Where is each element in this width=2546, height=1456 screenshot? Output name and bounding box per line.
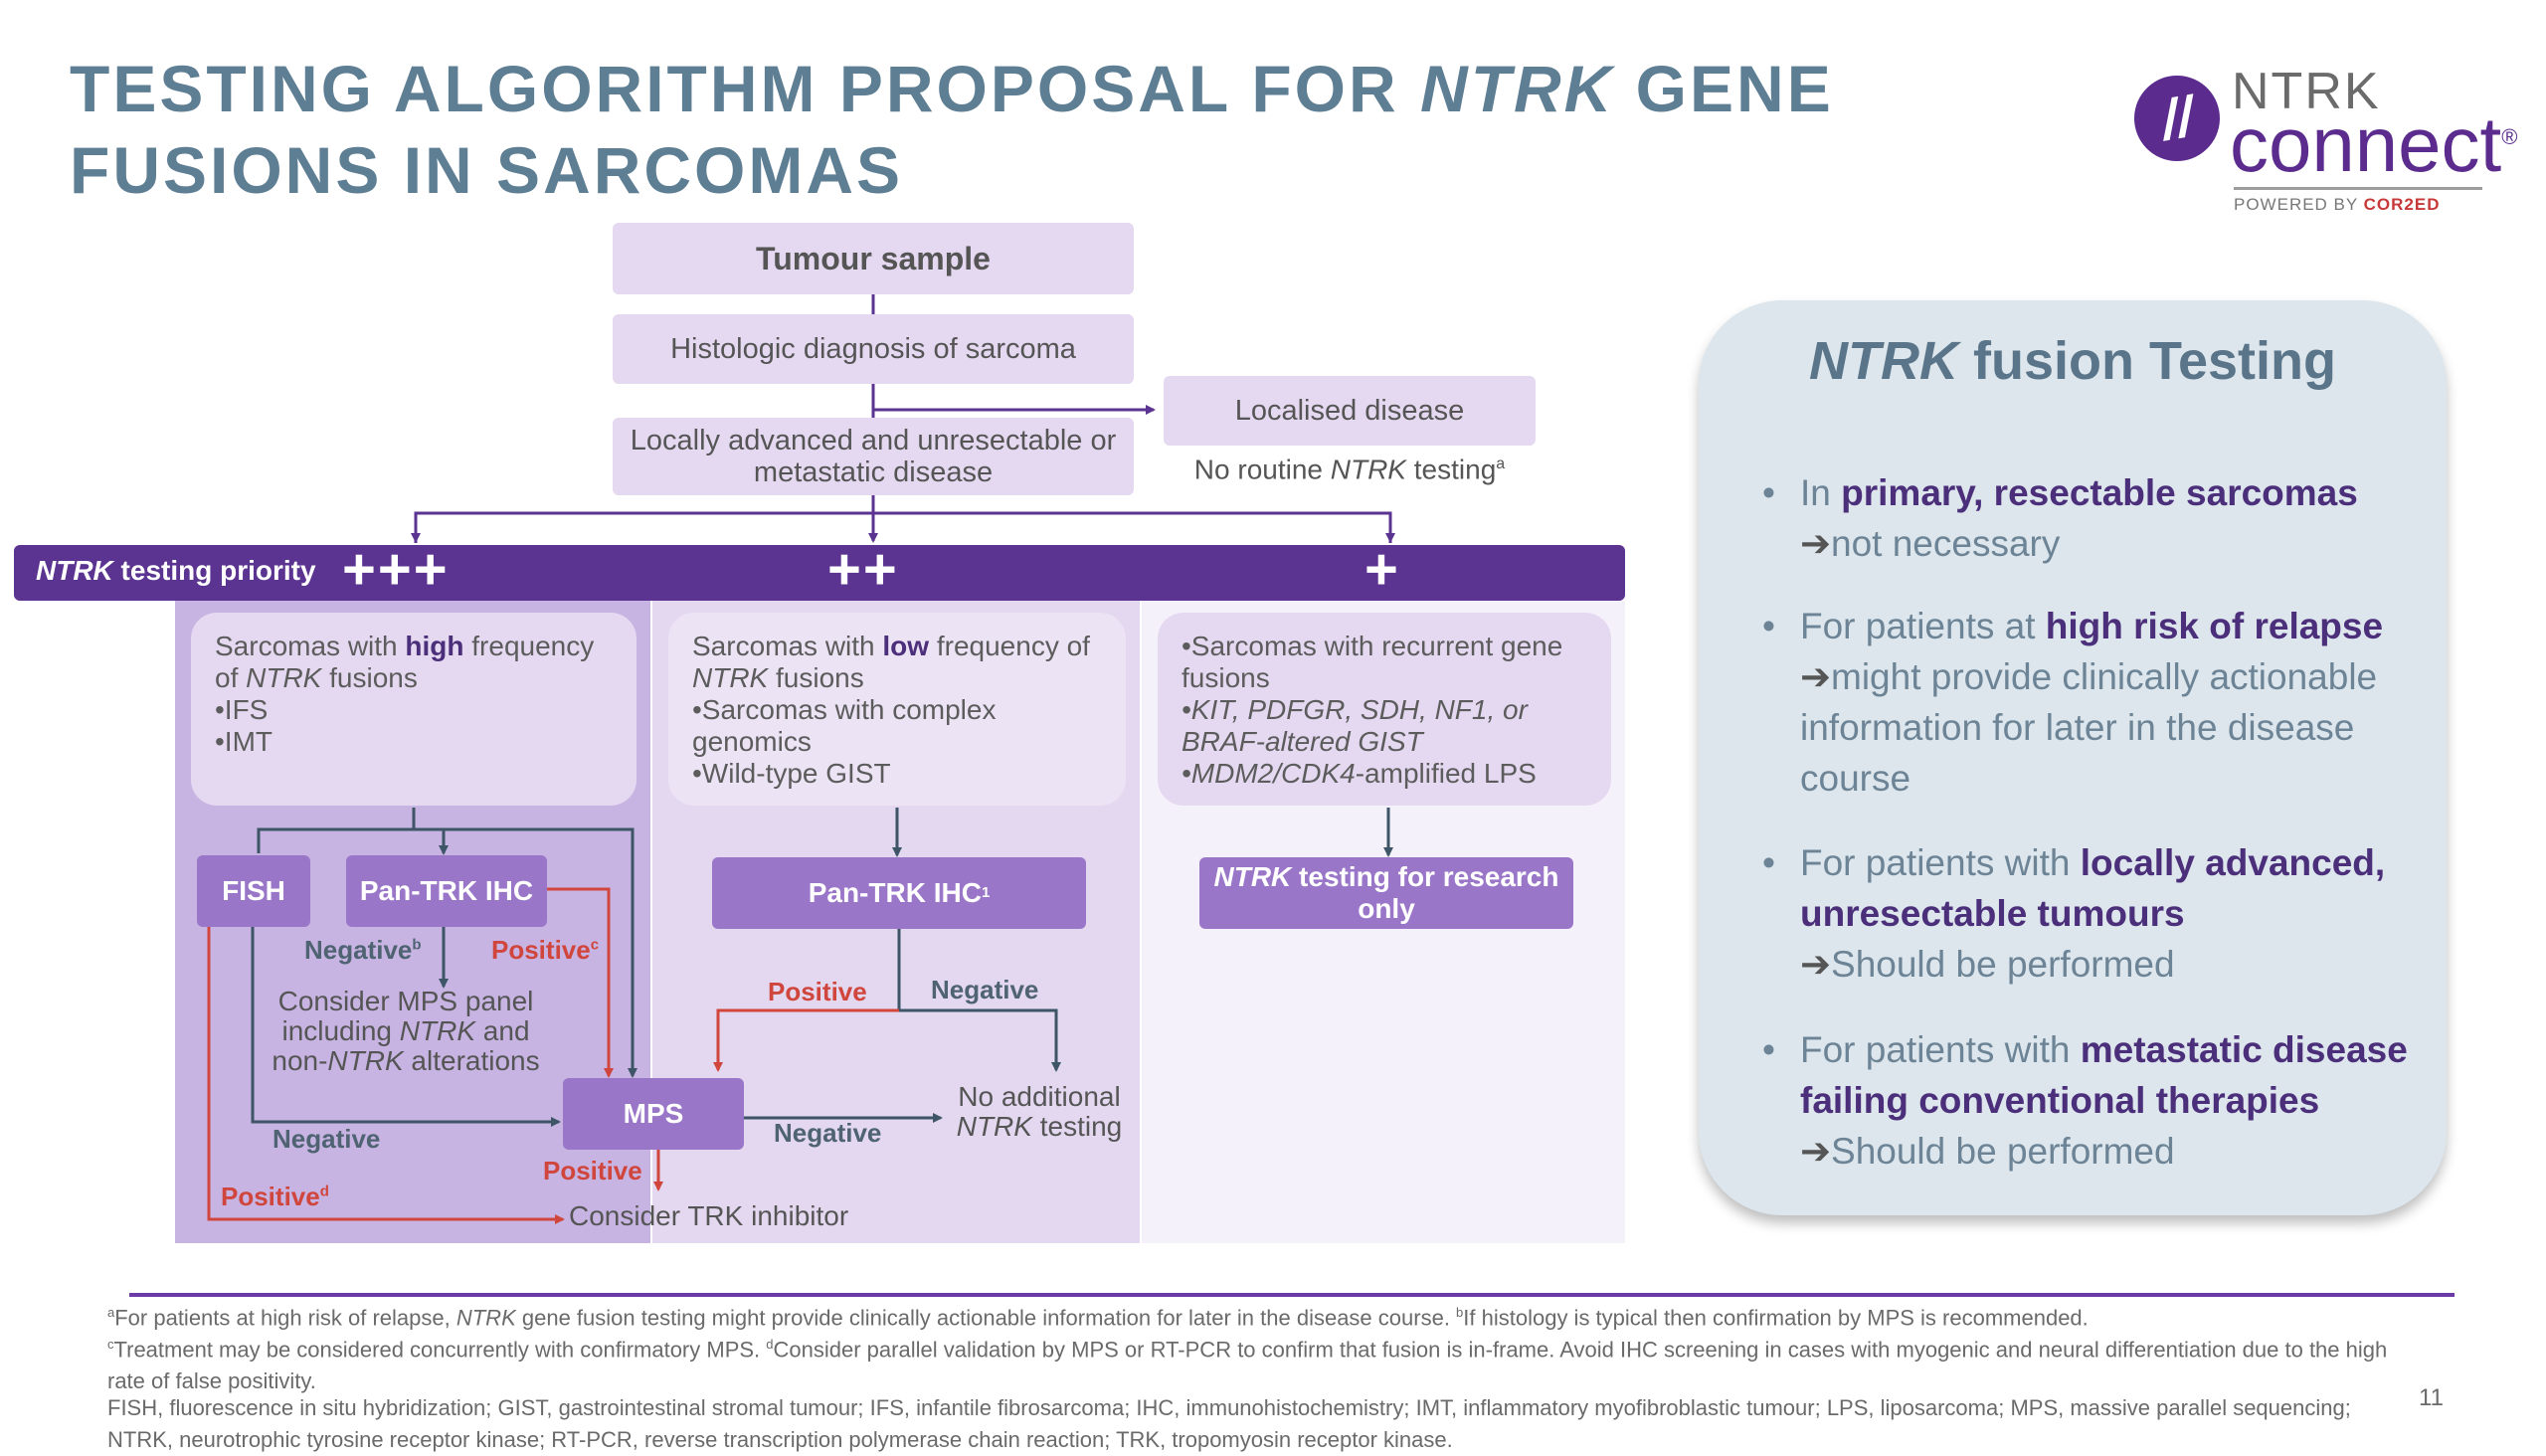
mps-positive-label: Positive xyxy=(543,1156,642,1185)
consider-mps-panel-text: Consider MPS panel including NTRK and no… xyxy=(272,986,540,1076)
testing-priority-band: NTRK testing priority +++ ++ + xyxy=(14,537,1625,602)
negative-label: Negative xyxy=(273,1124,381,1154)
mps-negative-label: Negative xyxy=(774,1118,882,1148)
logo-main-text: connect® xyxy=(2230,100,2518,188)
mps-box: MPS xyxy=(563,1078,744,1150)
logo-top-text: NTRK xyxy=(2232,63,2381,120)
priority-high-marker: +++ xyxy=(342,537,450,602)
list-item: •Sarcomas with complex genomics xyxy=(692,694,997,757)
fish-box: FISH xyxy=(197,855,310,927)
locally-advanced-box: Locally advanced and unresectable or met… xyxy=(613,418,1134,495)
positive-c-label: Positivec xyxy=(491,935,600,965)
list-item: •KIT, PDFGR, SDH, NF1, or BRAF-altered G… xyxy=(1182,694,1528,757)
logo-sub-text: POWERED BY COR2ED xyxy=(2234,195,2441,214)
priority-medium-marker: ++ xyxy=(827,537,899,602)
col2-positive-label: Positive xyxy=(768,977,867,1006)
footer-rule xyxy=(129,1293,2455,1297)
no-additional-testing-text: No additional NTRK testing xyxy=(956,1081,1123,1142)
list-item: •MDM2/CDK4-amplified LPS xyxy=(1182,758,1537,789)
research-only-box: NTRK testing for research only xyxy=(1199,857,1573,929)
footnote-line-1: aFor patients at high risk of relapse, N… xyxy=(107,1305,2089,1331)
tumour-sample-box: Tumour sample xyxy=(613,223,1134,294)
testing-priority-label: NTRK testing priority xyxy=(36,555,316,586)
high-frequency-text: Sarcomas with high frequency of NTRK fus… xyxy=(215,631,595,693)
page-title: TESTING ALGORITHM PROPOSAL FOR NTRK GENE… xyxy=(70,52,1834,207)
ntrk-fusion-testing-panel: NTRK fusion Testing • In primary, resect… xyxy=(1699,300,2447,1215)
recurrent-fusions-card: •Sarcomas with recurrent gene fusions •K… xyxy=(1158,613,1611,806)
negative-b-label: Negativeb xyxy=(304,935,422,965)
col2-negative-label: Negative xyxy=(931,975,1039,1004)
list-item: •Wild-type GIST xyxy=(692,758,891,789)
panel-title: NTRK fusion Testing xyxy=(1809,331,2336,391)
positive-d-label: Positived xyxy=(221,1182,329,1211)
ntrk-connect-logo: // NTRK connect® POWERED BY COR2ED xyxy=(2127,60,2517,214)
logo-rule xyxy=(2234,187,2482,190)
high-frequency-card: Sarcomas with high frequency of NTRK fus… xyxy=(191,613,636,806)
footnote-line-2: cTreatment may be considered concurrentl… xyxy=(107,1337,2388,1394)
priority-low-marker: + xyxy=(1364,537,1400,602)
page-number: 11 xyxy=(2419,1384,2444,1411)
abbreviations-text: FISH, fluorescence in situ hybridization… xyxy=(107,1395,2351,1452)
low-frequency-card: Sarcomas with low frequency of NTRK fusi… xyxy=(668,613,1126,806)
no-routine-testing-text: No routine NTRK testinga xyxy=(1193,454,1506,485)
consider-trk-inhibitor-text: Consider TRK inhibitor xyxy=(569,1200,849,1231)
histologic-diagnosis-box: Histologic diagnosis of sarcoma xyxy=(613,314,1134,384)
list-item: •IMT xyxy=(215,726,273,757)
pan-trk-ihc-box: Pan-TRK IHC xyxy=(346,855,547,927)
localised-disease-box: Localised disease xyxy=(1164,376,1536,446)
list-item: •IFS xyxy=(215,694,269,725)
low-frequency-text: Sarcomas with low frequency of NTRK fusi… xyxy=(692,631,1090,693)
list-item: •Sarcomas with recurrent gene fusions xyxy=(1182,631,1563,693)
